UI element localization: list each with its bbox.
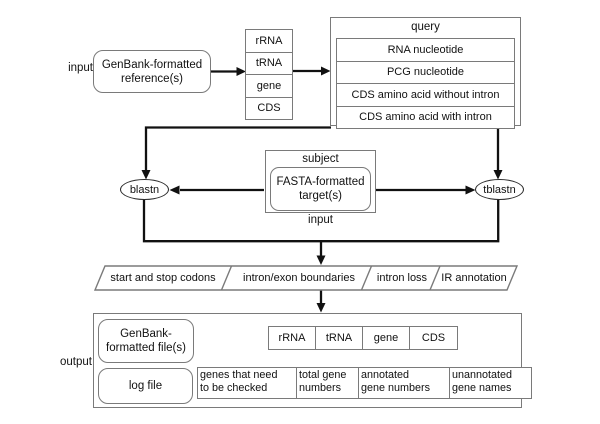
log-table-cell-line2: gene numbers: [361, 382, 431, 394]
arrowhead-right-icon: [236, 67, 246, 76]
arrowhead-right-icon: [465, 185, 476, 195]
log-table-cell-line2: numbers: [299, 382, 342, 394]
checks-divider: [429, 265, 441, 291]
subject-input-label: input: [308, 214, 333, 226]
input-label: input: [68, 62, 93, 74]
feature-stack-item: gene: [245, 74, 293, 98]
output-feature-item: CDS: [409, 326, 458, 350]
log-table-cell-line2: gene names: [452, 382, 512, 394]
query-title: query: [411, 21, 440, 33]
checks-divider: [360, 265, 373, 291]
fasta-target-line1: FASTA-formatted: [276, 176, 365, 188]
genbank-reference-line1: GenBank-formatted: [101, 58, 203, 71]
log-table-cell-line1: unannotated: [452, 369, 513, 381]
query-row: CDS amino acid with intron: [336, 105, 515, 129]
arrowhead-down-icon: [316, 303, 326, 313]
output-label: output: [60, 356, 92, 368]
check-step-label: intron loss: [376, 272, 428, 284]
genbank-files-line2: formatted file(s): [106, 342, 186, 354]
blastn-node: blastn: [120, 179, 169, 200]
checks-parallelogram: [93, 265, 519, 291]
fasta-target-line2: target(s): [299, 190, 342, 202]
genbank-files-line1: GenBank-: [120, 328, 172, 340]
tblastn-node: tblastn: [475, 179, 524, 200]
log-table-cell: unannotated gene names: [449, 367, 532, 399]
check-step-label: intron/exon boundaries: [243, 272, 355, 284]
output-feature-item: rRNA: [268, 326, 316, 350]
genbank-reference-line2: reference(s): [121, 72, 183, 85]
fasta-target-node: FASTA-formatted target(s): [270, 167, 371, 211]
query-row: RNA nucleotide: [336, 38, 515, 62]
log-table-cell: annotated gene numbers: [358, 367, 450, 399]
query-rows: RNA nucleotide PCG nucleotide CDS amino …: [336, 38, 515, 129]
check-step-label: IR annotation: [441, 272, 507, 284]
output-feature-item: gene: [362, 326, 410, 350]
log-file-label: log file: [128, 380, 163, 392]
arrowhead-left-icon: [169, 185, 180, 195]
output-feature-row: rRNA tRNA gene CDS: [268, 326, 458, 350]
blastn-label: blastn: [129, 183, 160, 196]
subject-title: subject: [302, 153, 339, 165]
feature-stack: rRNA tRNA gene CDS: [245, 29, 293, 120]
feature-stack-item: CDS: [245, 96, 293, 120]
log-table-cell: total gene numbers: [296, 367, 359, 399]
arrowhead-down-icon: [141, 170, 151, 180]
arrowhead-right-icon: [321, 66, 331, 76]
log-table-cell-line2: to be checked: [200, 382, 268, 394]
log-table-cell-line1: total gene: [299, 369, 347, 381]
arrowhead-down-icon: [316, 255, 326, 265]
tblastn-label: tblastn: [483, 183, 516, 196]
genbank-files-node: GenBank- formatted file(s): [98, 319, 194, 363]
feature-stack-item: tRNA: [245, 51, 293, 75]
feature-stack-item: rRNA: [245, 29, 293, 53]
log-table-cell-line1: annotated: [361, 369, 410, 381]
query-row: CDS amino acid without intron: [336, 83, 515, 107]
connector-query-to-blastn: [144, 126, 331, 171]
log-table: genes that need to be checked total gene…: [197, 367, 532, 399]
log-file-node: log file: [98, 368, 193, 404]
arrowhead-down-icon: [493, 170, 503, 180]
check-step-label: start and stop codons: [110, 272, 216, 284]
subject-box: subject FASTA-formatted target(s): [265, 150, 376, 213]
log-table-cell-line1: genes that need: [200, 369, 278, 381]
output-feature-item: tRNA: [315, 326, 363, 350]
query-row: PCG nucleotide: [336, 60, 515, 84]
genbank-reference-node: GenBank-formatted reference(s): [93, 50, 211, 93]
query-box: query RNA nucleotide PCG nucleotide CDS …: [330, 17, 521, 129]
log-table-cell: genes that need to be checked: [197, 367, 297, 399]
checks-divider: [220, 265, 233, 291]
